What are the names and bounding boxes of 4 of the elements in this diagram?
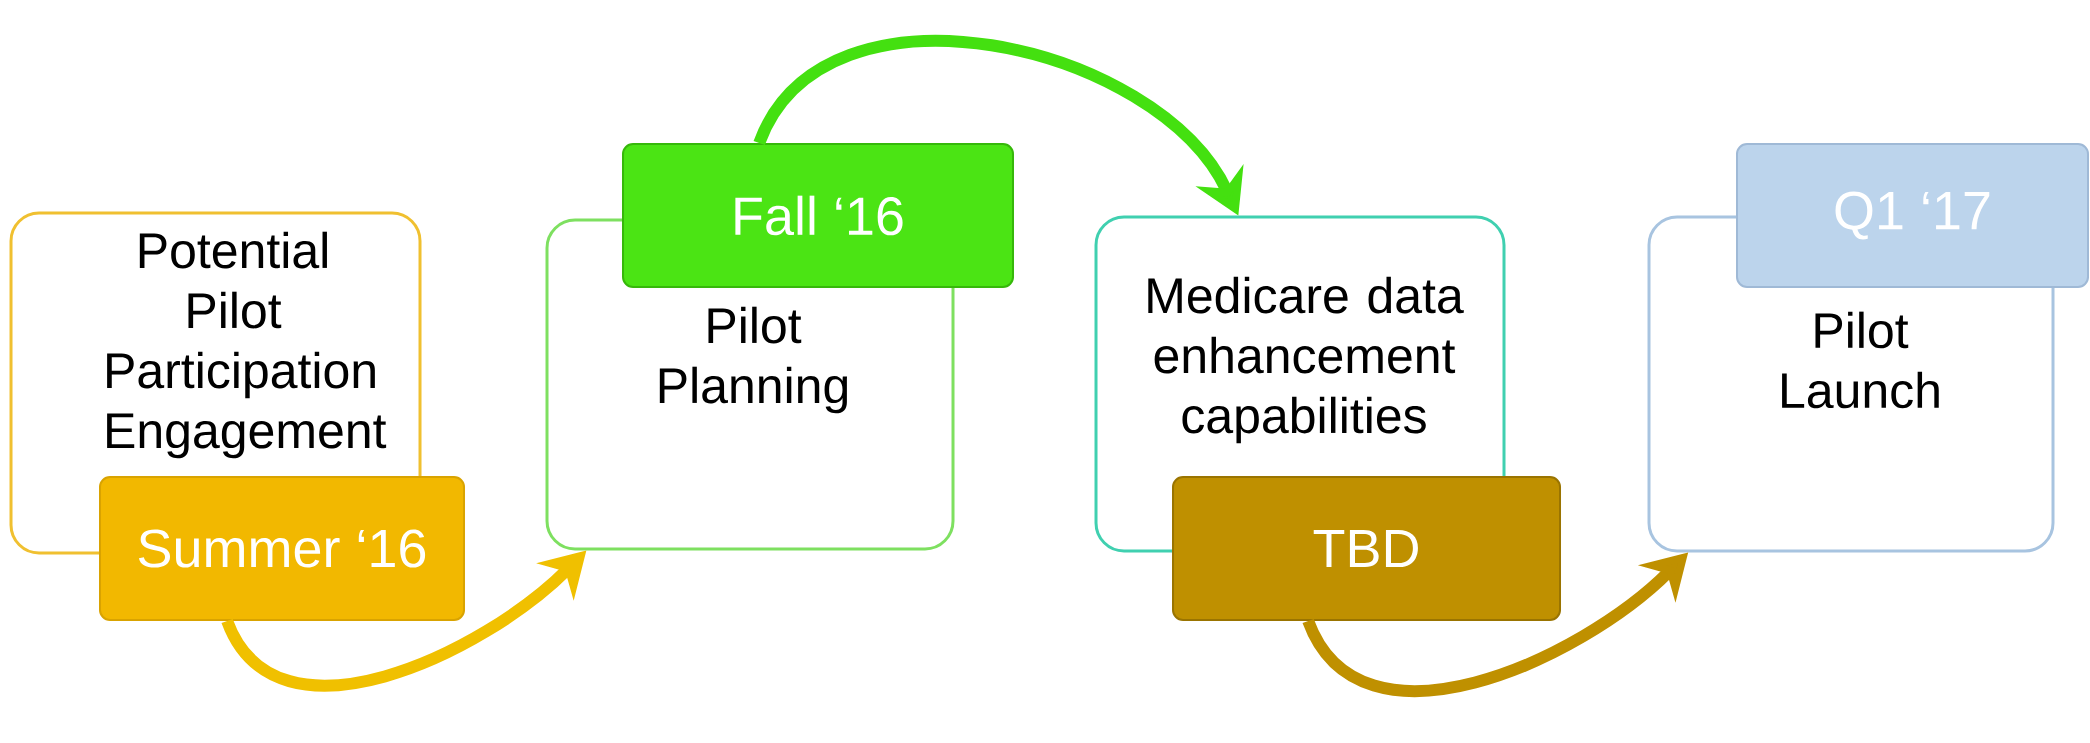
date-tab: Fall ‘16	[622, 143, 1014, 288]
date-tab: Summer ‘16	[99, 476, 465, 621]
date-tab: TBD	[1172, 476, 1561, 621]
date-tab: Q1 ‘17	[1736, 143, 2089, 288]
